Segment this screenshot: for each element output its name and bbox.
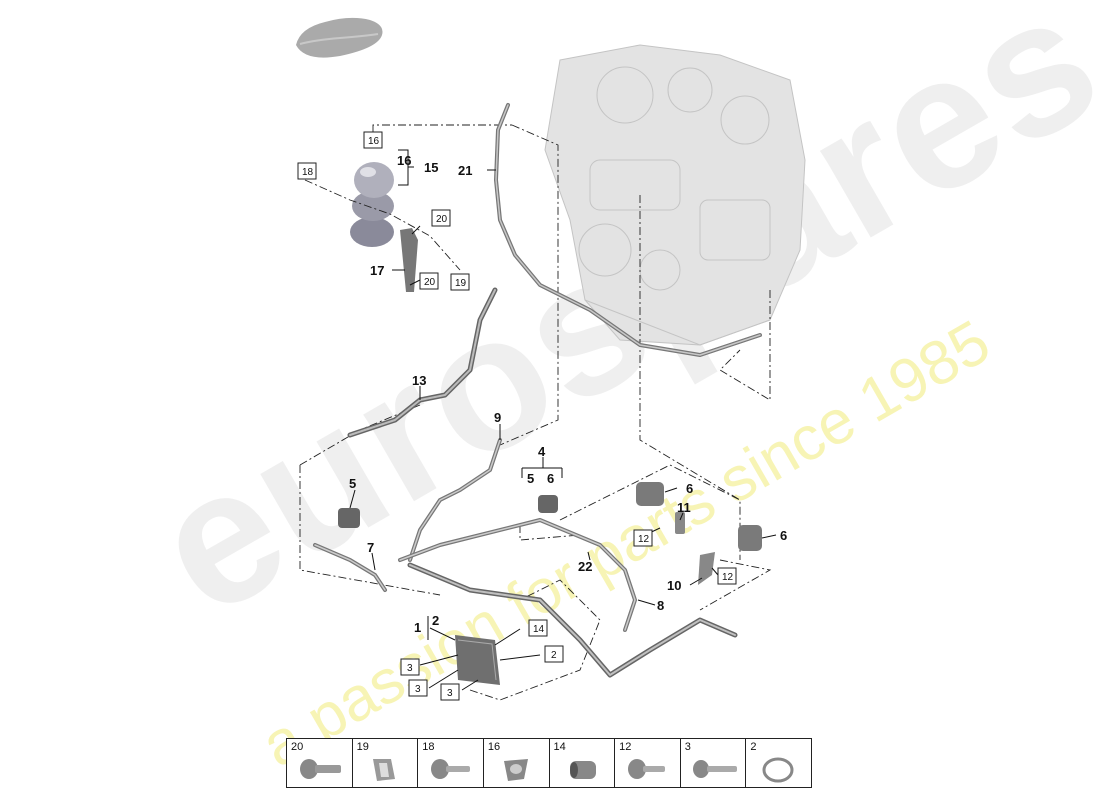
callout-leaders (349, 149, 777, 691)
long-bolt-icon (692, 760, 737, 778)
bolt-icon (431, 759, 471, 779)
callout-6-upper: 6 (686, 481, 693, 496)
box-3-c: 3 (447, 688, 453, 699)
clip-icon (372, 759, 395, 781)
fastener-cell-12: 12 (614, 739, 680, 787)
fastener-number: 2 (750, 741, 757, 753)
box-16: 16 (368, 136, 380, 147)
boxed-labels (297, 131, 737, 701)
fastener-cell-20: 20 (287, 739, 352, 787)
callout-9: 9 (494, 410, 501, 425)
boxed-label-text: 16 18 20 20 19 12 12 14 2 3 3 3 (302, 136, 734, 699)
callout-17: 17 (370, 263, 384, 278)
valves-and-sensors (338, 482, 762, 685)
callout-4: 4 (538, 444, 546, 459)
box-12-right: 12 (722, 572, 734, 583)
callout-6-right: 6 (780, 528, 787, 543)
callout-5-group: 5 (527, 471, 534, 486)
callout-2: 2 (432, 613, 439, 628)
callout-numbers: 16 15 21 17 13 9 4 5 6 5 7 6 11 6 22 10 … (349, 153, 787, 635)
box-3-b: 3 (415, 684, 421, 695)
fastener-number: 16 (487, 741, 501, 753)
fastener-cell-18: 18 (417, 739, 483, 787)
box-2: 2 (551, 650, 557, 661)
coolant-hoses (313, 103, 762, 678)
box-20-upper: 20 (436, 214, 448, 225)
callout-6-group: 6 (547, 471, 554, 486)
callout-15: 15 (424, 160, 438, 175)
callout-16: 16 (397, 153, 411, 168)
expansion-tank (350, 162, 418, 292)
fastener-number: 19 (356, 741, 369, 753)
callout-7: 7 (367, 540, 374, 555)
box-14: 14 (533, 624, 545, 635)
fastener-number: 18 (422, 741, 435, 753)
fastener-cell-19: 19 (351, 739, 418, 787)
fastener-cell-16: 16 (482, 739, 549, 787)
screw-icon (300, 759, 341, 779)
callout-10: 10 (667, 578, 681, 593)
screw-icon (628, 759, 666, 779)
fastener-cell-3: 3 (679, 739, 746, 787)
box-19: 19 (455, 278, 467, 289)
callout-5: 5 (349, 476, 356, 491)
callout-13: 13 (412, 373, 426, 388)
fastener-number: 20 (291, 741, 304, 753)
cap-nut-icon (503, 759, 528, 781)
o-ring-icon (762, 757, 794, 783)
fastener-cell-14: 14 (548, 739, 615, 787)
car-silhouette-icon (296, 17, 383, 58)
box-20-lower: 20 (424, 277, 436, 288)
fastener-number: 3 (684, 741, 691, 753)
box-12-left: 12 (638, 534, 650, 545)
engine-block (544, 44, 806, 346)
callout-21: 21 (458, 163, 472, 178)
callout-22: 22 (578, 559, 592, 574)
fastener-strip: 20 19 18 16 14 12 3 2 (286, 738, 812, 788)
callout-11: 11 (677, 500, 691, 515)
callout-8: 8 (657, 598, 664, 613)
fastener-cell-2: 2 (745, 739, 811, 787)
box-3-a: 3 (407, 663, 413, 674)
fastener-number: 12 (619, 741, 632, 753)
sleeve-icon (569, 761, 596, 779)
callout-1: 1 (414, 620, 421, 635)
box-18: 18 (302, 167, 314, 178)
fastener-number: 14 (553, 741, 566, 753)
